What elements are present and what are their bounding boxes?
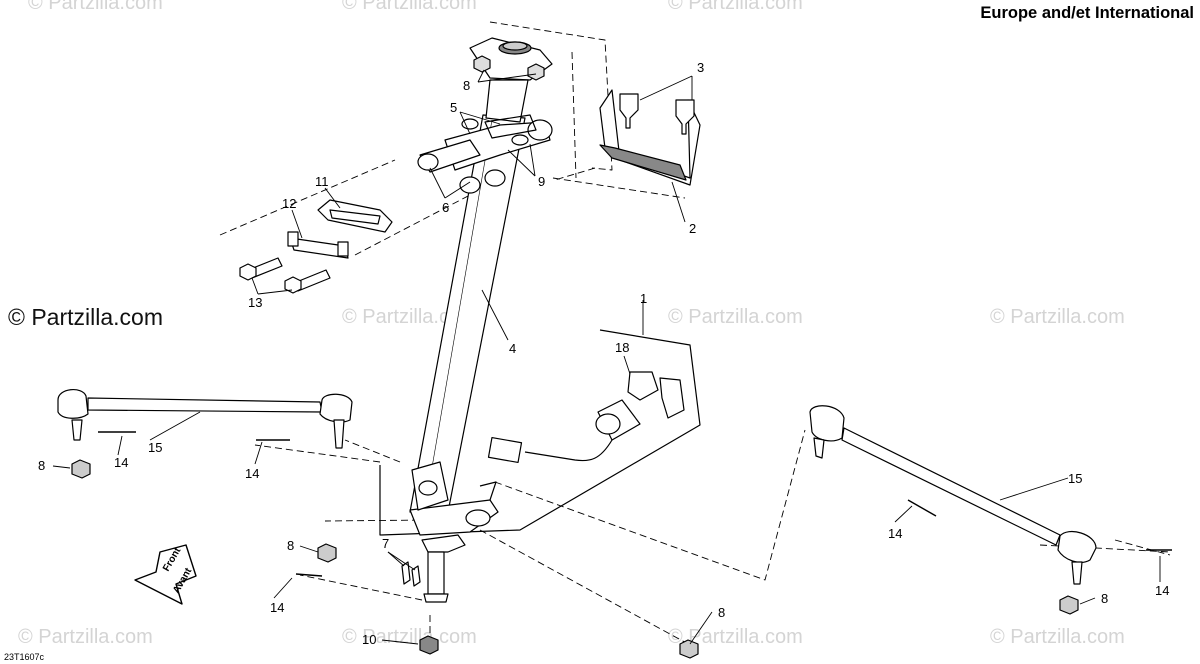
nuts (71, 459, 1079, 659)
callout-13: 13 (248, 295, 262, 310)
retainer-plate (317, 199, 393, 233)
callout-15-left: 15 (148, 440, 162, 455)
tie-rod-left (57, 389, 353, 449)
watermark-faint: © Partzilla.com (28, 0, 163, 14)
callout-12: 12 (282, 196, 296, 211)
group-outlines (219, 21, 1171, 648)
callout-15-right: 15 (1068, 471, 1082, 486)
watermark-faint: © Partzilla.com (990, 306, 1125, 328)
callout-5: 5 (450, 100, 457, 115)
callout-14-b: 14 (245, 466, 259, 481)
callout-2: 2 (689, 221, 696, 236)
callout-10: 10 (362, 632, 376, 647)
watermark-faint: © Partzilla.com (18, 626, 153, 648)
ignition-switch (487, 371, 685, 464)
callout-14-e: 14 (1155, 583, 1169, 598)
callout-4: 4 (509, 341, 516, 356)
callout-18: 18 (615, 340, 629, 355)
callout-3: 3 (697, 60, 704, 75)
callout-8-left: 8 (38, 458, 45, 473)
callout-6: 6 (442, 200, 449, 215)
steering-bracket (599, 89, 701, 186)
callouts: 1 2 3 4 5 6 7 8 8 8 8 8 9 10 11 12 13 14… (38, 60, 1169, 647)
watermark-faint: © Partzilla.com (342, 0, 477, 14)
watermark-main: © Partzilla.com (8, 304, 163, 330)
callout-9: 9 (538, 174, 545, 189)
callout-14-a: 14 (114, 455, 128, 470)
lower-spindle (409, 481, 499, 603)
callout-7: 7 (382, 536, 389, 551)
spindle-pins (401, 561, 421, 587)
front-arrow (134, 544, 197, 605)
leader-lines (52, 69, 1161, 645)
top-plate (469, 37, 553, 123)
ignition-group-outline (379, 329, 701, 536)
callout-8-top: 8 (463, 78, 470, 93)
watermark-faint: © Partzilla.com (342, 306, 477, 328)
watermark-faint: © Partzilla.com (990, 626, 1125, 648)
callout-8-bottom: 8 (718, 605, 725, 620)
watermark-faint: © Partzilla.com (668, 306, 803, 328)
watermark-faint: © Partzilla.com (668, 0, 803, 14)
ignition-mount (411, 461, 449, 511)
callout-8-right: 8 (1101, 591, 1108, 606)
diagram-code: 23T1607c (4, 652, 45, 662)
tie-rod-right (809, 405, 1097, 585)
bushing-block (417, 114, 553, 194)
callout-14-d: 14 (888, 526, 902, 541)
callout-11: 11 (315, 174, 329, 189)
callout-1: 1 (640, 291, 647, 306)
region-title: Europe and/et International (980, 4, 1194, 22)
watermark-faint: © Partzilla.com (668, 626, 803, 648)
callout-14-c: 14 (270, 600, 284, 615)
callout-8-mid: 8 (287, 538, 294, 553)
cotter-pins (98, 431, 1172, 577)
watermark-faint: © Partzilla.com (342, 626, 477, 648)
bolts (239, 257, 331, 294)
clamp-plate (287, 231, 349, 259)
